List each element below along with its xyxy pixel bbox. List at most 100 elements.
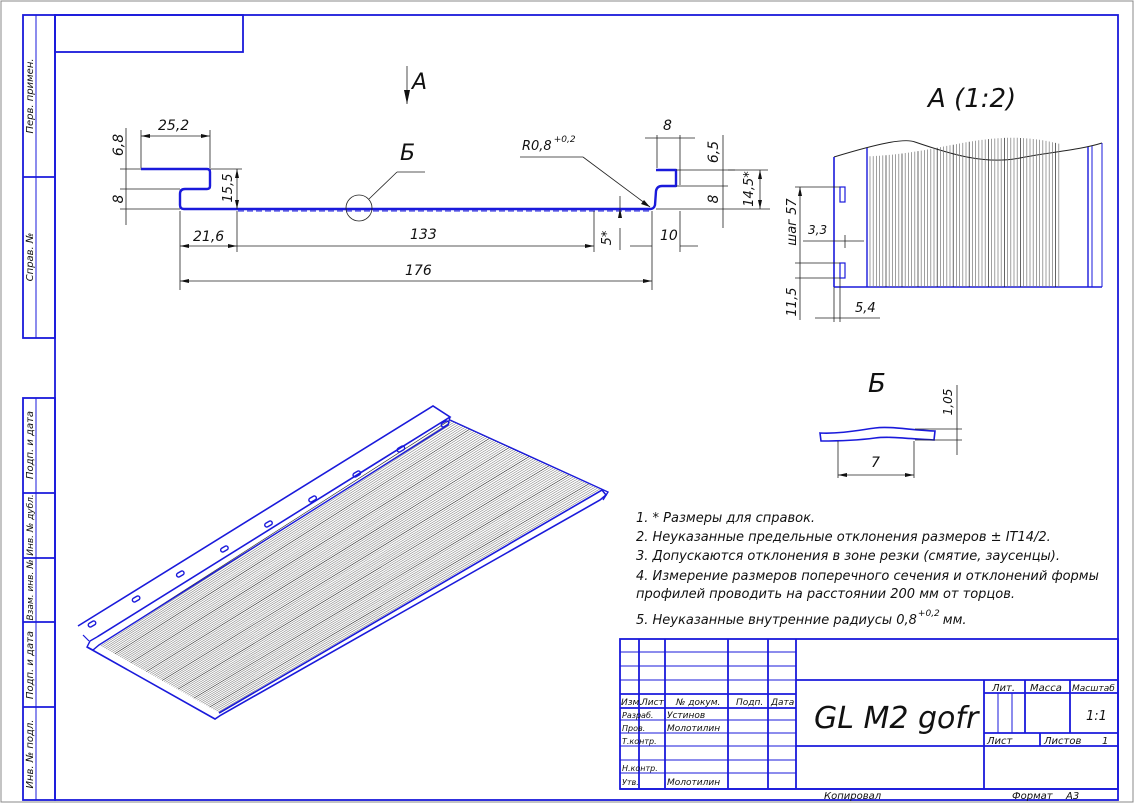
technical-notes: 1. * Размеры для справок. 2. Неуказанные…: [636, 511, 1099, 628]
dim-edge-offset: 11,5: [785, 288, 800, 317]
corrugation-line: [218, 488, 600, 713]
corrugation-line: [170, 461, 541, 686]
side-stamp-cell: Взам. инв. №: [26, 559, 36, 620]
corrugation-line: [168, 460, 539, 685]
note-3: 3. Допускаются отклонения в зоне резки (…: [636, 549, 1060, 564]
corrugation-line: [140, 444, 504, 669]
fastening-slot: [264, 520, 273, 528]
dim-detail-height: 1,05: [941, 389, 955, 416]
corrugation-line: [114, 428, 470, 655]
corrugation-line: [204, 480, 583, 705]
detail-circle: [345, 194, 373, 222]
side-stamp: Перв. примен. Справ. № Подп. и дата Инв.…: [22, 14, 56, 801]
corrugation-line: [116, 429, 473, 656]
corrugation-line: [107, 424, 462, 651]
corrugation-line: [125, 434, 484, 661]
dim-left-total: 15,5: [221, 174, 236, 203]
corrugation-line: [181, 467, 554, 692]
fastening-slots: [87, 420, 450, 628]
copied-label: Копировал: [824, 791, 882, 802]
corrugation-line: [132, 439, 493, 664]
tb-scale-label: Масштаб: [1072, 684, 1115, 694]
tb-header-date: Дата: [770, 698, 794, 708]
note-5: 5. Неуказанные внутренние радиусы 0,8: [636, 613, 917, 628]
dim-overall: 176: [405, 263, 432, 279]
note-4: 4. Измерение размеров поперечного сечени…: [636, 569, 1099, 584]
corrugation-line: [183, 468, 556, 693]
fastening-slot: [308, 495, 318, 503]
corrugation-line: [172, 462, 543, 687]
corrugation-line: [133, 440, 495, 665]
tb-sheets-label: Листов: [1043, 736, 1081, 747]
tb-mass-label: Масса: [1030, 683, 1062, 694]
corrugation-line: [135, 441, 497, 666]
tb-header-list: Лист: [640, 698, 665, 708]
corrugation-line: [216, 487, 598, 712]
tb-scale-value: 1:1: [1086, 709, 1107, 724]
corrugation-line: [109, 425, 464, 652]
corrugation-line: [163, 457, 532, 682]
side-stamp-cell: Подп. и дата: [25, 411, 36, 479]
corrugation-line: [111, 426, 466, 653]
drawing-title: GL M2 gofr: [814, 701, 980, 736]
isometric-panel: [77, 405, 610, 720]
corrugation-line: [147, 448, 512, 673]
corrugation-line: [188, 471, 563, 696]
view-a-corrugation: [869, 137, 1060, 287]
tb-sheet-label: Лист: [986, 736, 1014, 747]
dim-top-left-width: 25,2: [158, 118, 189, 134]
side-stamp-cell: Инв. № подл.: [25, 720, 36, 789]
corrugation-line: [214, 486, 596, 711]
corrugation-line: [184, 469, 559, 694]
dim-right-top-height: 6,5: [706, 141, 722, 163]
corrugation-line: [158, 454, 526, 679]
corrugation-line: [126, 435, 486, 662]
tb-role: Пров.: [622, 724, 645, 733]
tb-role: Т.контр.: [622, 737, 657, 746]
dim-slot-pitch: шаг 57: [785, 198, 800, 246]
corrugation-line: [211, 484, 592, 709]
corrugation-line: [179, 466, 552, 691]
corrugation-line: [151, 450, 517, 675]
corrugation-line: [174, 463, 545, 688]
corrugation-line: [186, 470, 561, 695]
tb-header-doc-no: № докум.: [675, 698, 720, 708]
dim-slot-width: 3,3: [808, 223, 827, 237]
corrugation-line: [146, 447, 510, 672]
corrugation-line: [118, 430, 475, 657]
dim-right-small: 5*: [600, 230, 615, 245]
fastening-slot: [175, 570, 185, 578]
section-view: А Б 25,2 6,8 8 15,5 21,6 133: [111, 66, 770, 290]
tb-name: Молотилин: [667, 778, 720, 788]
radius-tolerance: +0,2: [554, 135, 576, 145]
tb-role: Утв.: [622, 778, 639, 787]
corrugation-line: [209, 483, 589, 708]
corrugation-line: [191, 473, 567, 698]
note-2: 2. Неуказанные предельные отклонения раз…: [636, 530, 1051, 545]
fastening-slot: [87, 620, 97, 628]
tb-name: Устинов: [667, 711, 705, 721]
corrugation-line: [154, 452, 521, 677]
corrugation-line: [202, 479, 581, 704]
side-stamp-cell: Справ. №: [25, 233, 36, 282]
dim-top-left-height: 6,8: [111, 134, 127, 156]
corrugation-line: [193, 474, 570, 699]
corrugation-line: [176, 464, 548, 689]
corrugation-line: [177, 465, 550, 690]
dim-right-step: 8: [706, 194, 722, 203]
corrugation-line: [207, 482, 587, 707]
note-5-tolerance: +0,2: [918, 609, 940, 619]
side-stamp-cell: Подп. и дата: [25, 631, 36, 699]
dim-slot-offset: 5,4: [855, 301, 876, 316]
dim-right-offset: 10: [660, 228, 678, 244]
fastening-slot: [440, 420, 450, 428]
dim-right-total: 14,5*: [742, 171, 757, 207]
profile-cross-section: [141, 167, 678, 211]
slot-upper: [839, 186, 846, 203]
note-1: 1. * Размеры для справок.: [636, 511, 815, 526]
tb-sheets-count: 1: [1102, 736, 1108, 747]
fastening-slot: [396, 445, 406, 453]
fastening-slot: [219, 545, 229, 553]
tb-header-sign: Подп.: [736, 698, 763, 708]
